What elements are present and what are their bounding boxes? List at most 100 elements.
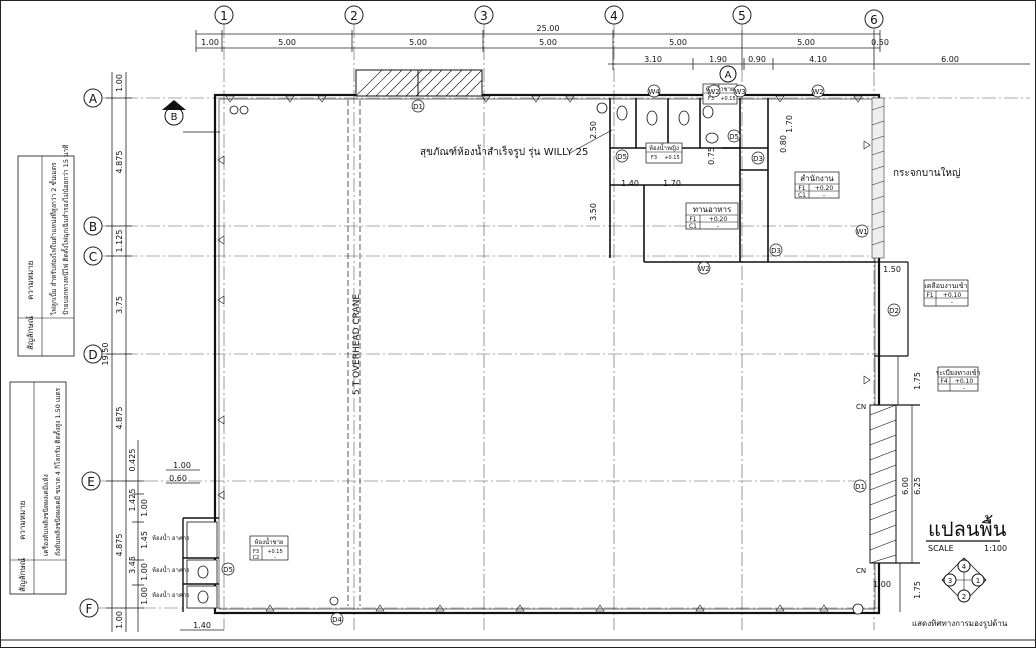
svg-text:D3: D3 xyxy=(753,155,763,163)
legend-header-meaning: ความหมาย xyxy=(18,501,27,540)
marker-w2: W2 xyxy=(707,84,721,98)
svg-text:F1: F1 xyxy=(689,216,696,223)
svg-text:C1: C1 xyxy=(689,223,697,230)
legend-upper: สัญลักษณ์ ความหมาย ไฟลูกเบิ้ม สำหรับส่อง… xyxy=(17,145,75,357)
marker-w2: W2 xyxy=(811,84,825,98)
room-name: ห้องน้ำชาย xyxy=(706,83,735,93)
svg-text:2: 2 xyxy=(350,9,358,23)
room-name: ระเบียงทางเข้า xyxy=(936,369,981,377)
dim-top-seg: 5.00 xyxy=(539,38,557,47)
dim-office: 0.75 xyxy=(707,147,716,165)
svg-text:E: E xyxy=(87,475,95,489)
dim-top-sub: 6.00 xyxy=(941,55,959,64)
dim-left-detail: 1.00 xyxy=(140,499,149,517)
room-name: ห้องน้ำหญิง xyxy=(649,142,679,152)
room-tag-toilet-women: ห้องน้ำหญิง F3 +0.15 xyxy=(645,142,683,164)
legend-header-symbol: สัญลักษณ์ xyxy=(17,557,27,592)
room-name: ห้องน้ำชาย xyxy=(255,536,284,546)
dim-left-seg: 4.875 xyxy=(115,151,124,174)
marker-d2: D2 xyxy=(887,303,901,317)
svg-text:A: A xyxy=(89,92,98,106)
dim-left-detail: 3.45 xyxy=(128,556,137,574)
grid-bubble-row-c: C xyxy=(83,246,103,266)
drawing-title: แปลนพื้น xyxy=(928,515,1007,541)
legend-row: เครื่องดับเพลิงชนิดผงเคมีแห้ง xyxy=(41,474,50,556)
dim-left-seg: 3.75 xyxy=(115,296,124,314)
dim-left-seg: 1.00 xyxy=(115,74,124,92)
section-marker-b: B xyxy=(162,100,220,133)
svg-text:D1: D1 xyxy=(413,103,423,111)
marker-d1: D1 xyxy=(411,99,425,113)
foyer-block xyxy=(874,261,920,564)
svg-text:F4: F4 xyxy=(940,378,947,385)
dim-lower-left: 0.60 xyxy=(169,474,187,483)
toilet-note: สุขภัณฑ์ห้องน้ำสำเร็จรูป รุ่น WILLY 25 xyxy=(420,144,588,158)
dim-left-detail: 1.00 xyxy=(140,587,149,605)
dim-top-seg: 5.00 xyxy=(669,38,687,47)
dim-lower-left: 1.00 xyxy=(173,461,191,470)
grid-bubble-col-2: 2 xyxy=(344,5,364,25)
crane-label: 5 T OVERHEAD CRANE xyxy=(352,294,362,395)
svg-text:1: 1 xyxy=(976,577,980,585)
marker-d1: D1 xyxy=(853,479,867,493)
glass-wall xyxy=(871,97,885,259)
svg-text:+0.20: +0.20 xyxy=(709,216,728,223)
dim-top-sub: 4.10 xyxy=(809,55,827,64)
svg-text:A: A xyxy=(725,70,732,81)
legend-header-symbol: สัญลักษณ์ xyxy=(25,315,35,350)
grid-bubble-row-b: B xyxy=(83,216,103,236)
marker-w3: W3 xyxy=(733,84,747,98)
dim-right: 1.50 xyxy=(883,265,901,274)
svg-text:D1: D1 xyxy=(855,483,865,491)
marker-d4: D4 xyxy=(330,612,344,626)
svg-text:-: - xyxy=(717,223,719,230)
dim-office: 1.40 xyxy=(621,179,639,188)
room-name: เคลือบงานเข้า xyxy=(924,282,967,290)
svg-text:D5: D5 xyxy=(617,153,627,161)
dim-top-seg: 0.50 xyxy=(871,38,889,47)
svg-text:F3: F3 xyxy=(651,155,657,161)
svg-text:B: B xyxy=(89,220,97,234)
dim-left-detail: 1.425 xyxy=(128,489,137,512)
svg-text:D4: D4 xyxy=(332,616,342,624)
dim-right: 6.25 xyxy=(913,477,922,495)
grid-bubble-col-1: 1 xyxy=(214,5,234,25)
room-name: ทานอาหาร xyxy=(693,205,732,214)
svg-text:F3: F3 xyxy=(708,96,714,102)
svg-text:C: C xyxy=(89,250,97,264)
marker-d3: D3 xyxy=(751,151,765,165)
crane-rails xyxy=(347,100,361,606)
dim-left-seg: 4.875 xyxy=(115,407,124,430)
scale-label: SCALE xyxy=(928,544,954,553)
dim-right: 1.75 xyxy=(913,372,922,390)
svg-text:+0.15: +0.15 xyxy=(720,96,735,102)
dim-right: 6.00 xyxy=(901,477,910,495)
svg-text:W3: W3 xyxy=(734,88,745,96)
grid-bubble-col-4: 4 xyxy=(604,5,624,25)
room-tag-porch: ระเบียงทางเข้า F4 +0.10 - xyxy=(936,366,981,392)
dim-top-seg: 5.00 xyxy=(409,38,427,47)
dim-office: 1.70 xyxy=(785,115,794,133)
view-direction-key: 4 3 1 2 xyxy=(941,557,987,603)
dim-left-seg: 1.125 xyxy=(115,230,124,253)
svg-text:+0.15: +0.15 xyxy=(267,549,282,555)
svg-text:D2: D2 xyxy=(889,307,899,315)
svg-text:W2: W2 xyxy=(698,265,709,273)
toilet-label: ห้องน้ำ อาคาร xyxy=(152,564,190,574)
svg-text:+0.10: +0.10 xyxy=(943,292,962,299)
toilet-label: ห้องน้ำ อาคาร xyxy=(152,589,190,599)
legend-row: ถังดับเพลิงชนิดผงเคมี ขนาด 4 กิโลกรัม ติ… xyxy=(53,387,62,556)
grid-bubble-row-a: A xyxy=(83,88,103,108)
marker-cn: CN xyxy=(856,567,866,575)
dim-top-seg: 1.00 xyxy=(201,38,219,47)
svg-text:3: 3 xyxy=(480,9,488,23)
svg-text:W4: W4 xyxy=(648,88,660,96)
legend-header-meaning: ความหมาย xyxy=(26,261,35,300)
svg-text:2: 2 xyxy=(962,593,966,601)
svg-text:+0.10: +0.10 xyxy=(955,378,974,385)
dim-left-detail: 1.00 xyxy=(140,563,149,581)
room-tag-dining: ทานอาหาร F1 +0.20 C1 - xyxy=(685,202,739,230)
dim-top-overall: 25.00 xyxy=(537,24,560,33)
svg-text:3: 3 xyxy=(948,577,952,585)
dim-left-detail: 1.45 xyxy=(140,531,149,549)
